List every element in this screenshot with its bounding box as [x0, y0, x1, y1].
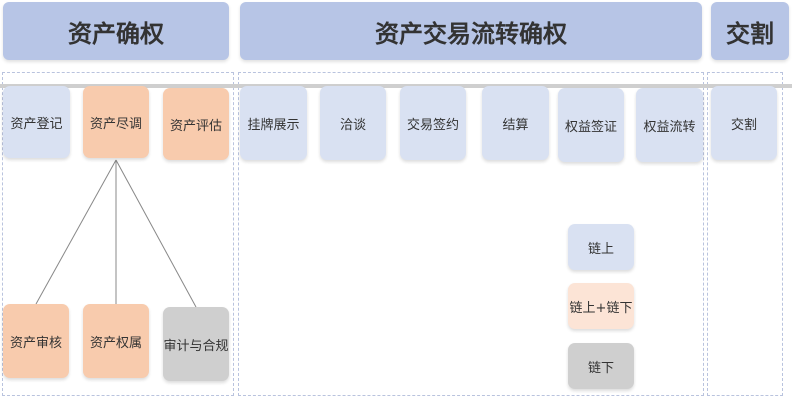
step-asset-audit: 资产审核	[3, 304, 69, 378]
legend-on-chain: 链上	[568, 224, 634, 270]
section-delivery	[707, 72, 783, 396]
step-asset-register: 资产登记	[3, 86, 70, 158]
header-delivery: 交割	[711, 2, 789, 60]
step-negotiate: 洽谈	[320, 86, 386, 160]
step-audit-compliance: 审计与合规	[163, 307, 229, 381]
step-settle: 结算	[482, 86, 549, 160]
step-listing: 挂牌展示	[240, 86, 307, 160]
step-asset-verify: 资产尽调	[83, 86, 149, 158]
section-trade-circulation	[238, 72, 704, 396]
connector-to-audit	[35, 159, 117, 305]
step-trade-sign: 交易签约	[400, 86, 466, 160]
step-asset-ownership: 资产权属	[83, 304, 149, 378]
legend-on-off-chain: 链上+链下	[568, 283, 634, 329]
step-asset-evaluate: 资产评估	[163, 88, 229, 160]
connector-to-compliance	[115, 159, 197, 308]
step-rights-sign: 权益签证	[558, 88, 624, 162]
section-asset-confirmation	[2, 72, 234, 396]
step-rights-flow: 权益流转	[636, 88, 703, 162]
header-trade-circulation: 资产交易流转确权	[240, 2, 702, 60]
header-asset-confirmation: 资产确权	[3, 2, 229, 60]
step-delivery: 交割	[711, 86, 777, 160]
legend-off-chain: 链下	[568, 343, 634, 389]
timeline-connector	[0, 84, 792, 88]
